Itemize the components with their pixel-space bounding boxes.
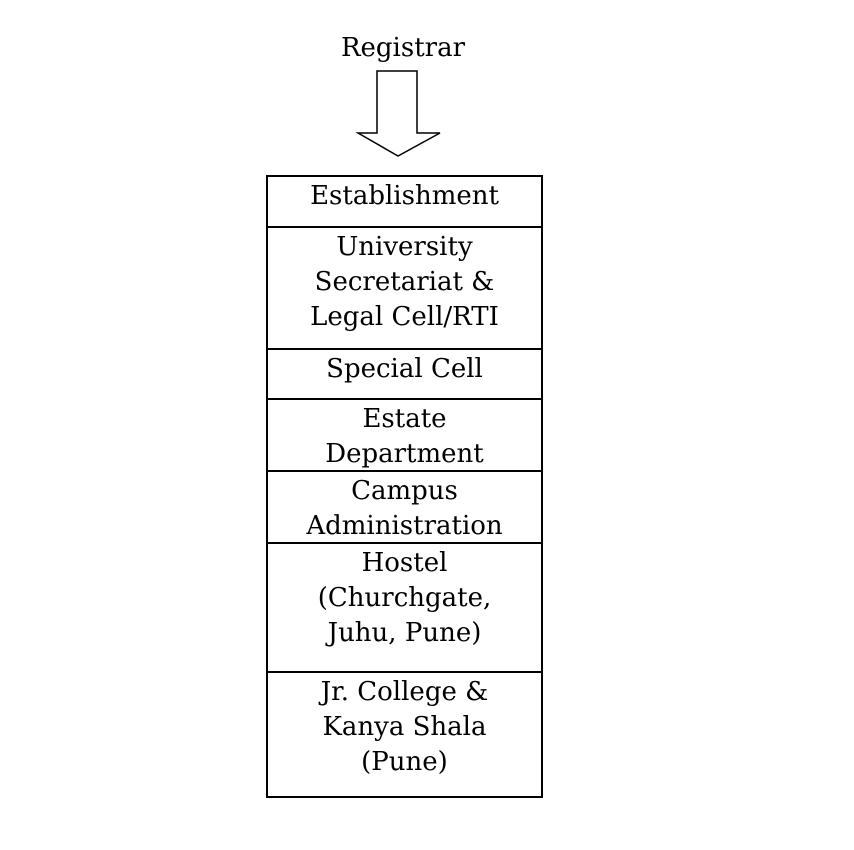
department-label: Juhu, Pune): [327, 618, 482, 648]
department-box-special-cell: Special Cell: [268, 348, 541, 398]
department-label: Legal Cell/RTI: [310, 302, 499, 332]
department-label: Estate: [362, 404, 447, 434]
department-box-hostel: Hostel (Churchgate, Juhu, Pune): [268, 542, 541, 671]
department-box-university-secretariat: University Secretariat & Legal Cell/RTI: [268, 226, 541, 348]
department-box-jr-college: Jr. College & Kanya Shala (Pune): [268, 671, 541, 796]
department-label: Hostel: [361, 548, 448, 578]
department-label: (Churchgate,: [317, 583, 492, 613]
department-label: Kanya Shala: [322, 712, 487, 742]
department-label: Jr. College &: [320, 677, 489, 707]
department-box-campus-administration: Campus Administration: [268, 470, 541, 542]
department-label: Secretariat &: [314, 267, 495, 297]
department-label: University: [336, 232, 473, 262]
department-label: Campus: [351, 476, 458, 506]
department-label: Establishment: [310, 181, 499, 211]
down-arrow-shape: [355, 70, 441, 157]
registrar-title: Registrar: [340, 33, 466, 63]
department-stack: Establishment University Secretariat & L…: [266, 175, 543, 798]
department-label: Administration: [306, 511, 503, 541]
department-label: (Pune): [361, 747, 448, 777]
department-label: Special Cell: [326, 354, 483, 384]
department-box-estate: Estate Department: [268, 398, 541, 470]
down-arrow-icon: [355, 70, 441, 157]
department-box-establishment: Establishment: [268, 177, 541, 226]
department-label: Department: [325, 439, 484, 469]
